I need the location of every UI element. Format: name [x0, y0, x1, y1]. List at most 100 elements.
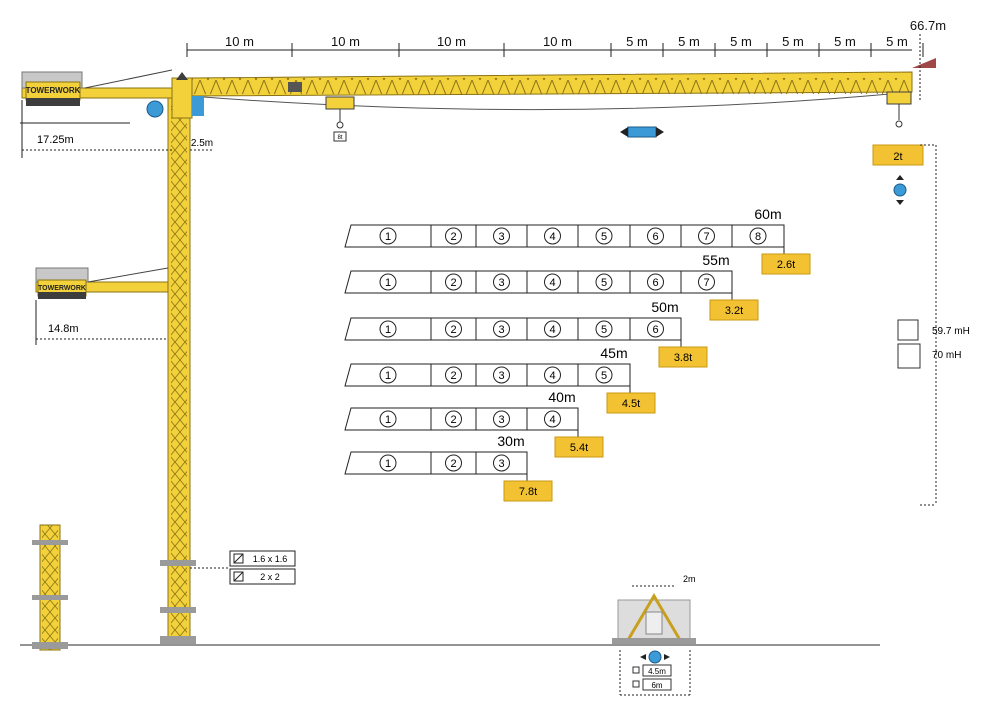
jib-segment-label: 10 m — [225, 34, 254, 49]
base-size-2: 6m — [651, 681, 662, 690]
height-legend: 59.7 mH 70 mH — [897, 319, 970, 369]
mast-section-1: 1.6 x 1.6 — [253, 554, 288, 564]
jib-config-length: 55m — [702, 252, 729, 268]
jib-section-number: 4 — [549, 414, 555, 426]
mast-section-legend: 1.6 x 1.6 2 x 2 — [190, 550, 296, 585]
mast-section-standalone — [32, 524, 68, 651]
base-width-label: 2m — [683, 574, 696, 584]
brand-lower: TOWERWORK — [38, 285, 86, 292]
jib-section-number: 4 — [549, 277, 555, 289]
cab-offset-label: 2.5m — [191, 138, 213, 149]
jib-section-number: 3 — [498, 370, 504, 382]
counter-jib-lower: TOWERWORK — [35, 267, 169, 299]
jib-segment-label: 5 m — [730, 34, 752, 49]
tip-load-label: 2t — [893, 151, 902, 163]
jib-section-number: 5 — [601, 231, 607, 243]
jib-section-circle — [493, 273, 510, 291]
jib-section-number: 8 — [755, 231, 761, 243]
jib-section-circle — [544, 366, 561, 384]
jib-section-number: 5 — [601, 370, 607, 382]
jib-section-circle — [544, 227, 561, 245]
jib-section-circle — [647, 227, 664, 245]
jib-section-circle — [493, 320, 510, 338]
jib-segment-label: 5 m — [834, 34, 856, 49]
jib-section-circle — [544, 273, 561, 291]
jib-section-number: 3 — [498, 231, 504, 243]
jib-section-circle — [595, 320, 613, 338]
jib-section-circle — [379, 227, 397, 245]
jib-section-circle — [493, 454, 510, 472]
base-rotation-icon — [648, 650, 662, 664]
jib-section-circle — [544, 410, 561, 428]
jib-section-circle — [544, 320, 561, 338]
jib-config-length: 60m — [754, 206, 781, 222]
jib-section-circle — [647, 273, 664, 291]
jib-section-circle — [445, 320, 462, 338]
jib-config-length: 30m — [497, 433, 524, 449]
jib-section-number: 1 — [385, 370, 391, 382]
jib-section-number: 2 — [450, 414, 456, 426]
tip-load-box — [872, 144, 924, 166]
jib-config-length: 45m — [600, 345, 627, 361]
jib-tip-counterweight-mark — [912, 58, 936, 68]
trolley-travel-icon — [620, 126, 664, 138]
jib-segment-label: 10 m — [331, 34, 360, 49]
jib-config-load: 2.6t — [777, 259, 795, 271]
jib-section-circle — [445, 273, 462, 291]
jib-config-length: 50m — [651, 299, 678, 315]
slewing-rotation-icon — [146, 100, 164, 118]
jib-section-circle — [595, 273, 613, 291]
jib-config-load-box — [658, 346, 708, 368]
jib-section-circle — [379, 454, 397, 472]
max-radius-label: 66.7m — [910, 18, 946, 33]
tower-mast — [160, 94, 196, 644]
jib-section-circle — [445, 410, 462, 428]
trolley-capacity: 8t — [337, 135, 342, 141]
jib-section-circle — [749, 227, 767, 245]
jib-section-circle — [647, 320, 664, 338]
jib-config-load: 5.4t — [570, 442, 588, 454]
jib-section-number: 1 — [385, 231, 391, 243]
jib-section-circle — [698, 227, 715, 245]
mast-section-2: 2 x 2 — [260, 572, 280, 582]
jib-section-number: 4 — [549, 324, 555, 336]
jib-section-circle — [445, 227, 462, 245]
counter-jib-lower-length: 14.8m — [48, 323, 79, 335]
jib-section-circle — [445, 366, 462, 384]
jib-section-number: 4 — [549, 370, 555, 382]
jib-config-load: 7.8t — [519, 486, 537, 498]
jib-config-load-box — [554, 436, 604, 458]
jib-segment-label: 10 m — [543, 34, 572, 49]
height-2: 70 mH — [932, 350, 961, 361]
jib-section-circle — [595, 366, 613, 384]
jib-section-number: 3 — [498, 414, 504, 426]
jib-section-circle — [379, 320, 397, 338]
jib-config-load-box — [761, 253, 811, 275]
jib-section-number: 5 — [601, 277, 607, 289]
jib-config-load: 4.5t — [622, 398, 640, 410]
jib-section-number: 2 — [450, 458, 456, 470]
jib-section-number: 7 — [703, 277, 709, 289]
jib-config-load-box — [709, 299, 759, 321]
jib-section-circle — [493, 410, 510, 428]
jib-config-length: 40m — [548, 389, 575, 405]
jib-config-row: 1 2 3 4 5 45m 4.5t — [344, 345, 656, 414]
jib-section-number: 3 — [498, 277, 504, 289]
jib-section-circle — [379, 410, 397, 428]
crane-base-detail: 2m 4.5m 6m — [612, 574, 696, 696]
jib-section-number: 7 — [703, 231, 709, 243]
jib-section-number: 6 — [652, 231, 658, 243]
jib-section-number: 2 — [450, 370, 456, 382]
jib-section-circle — [445, 454, 462, 472]
jib-section-circle — [595, 227, 613, 245]
jib-segment-label: 5 m — [782, 34, 804, 49]
jib-section-number: 1 — [385, 324, 391, 336]
jib-config-load-box — [503, 480, 553, 502]
